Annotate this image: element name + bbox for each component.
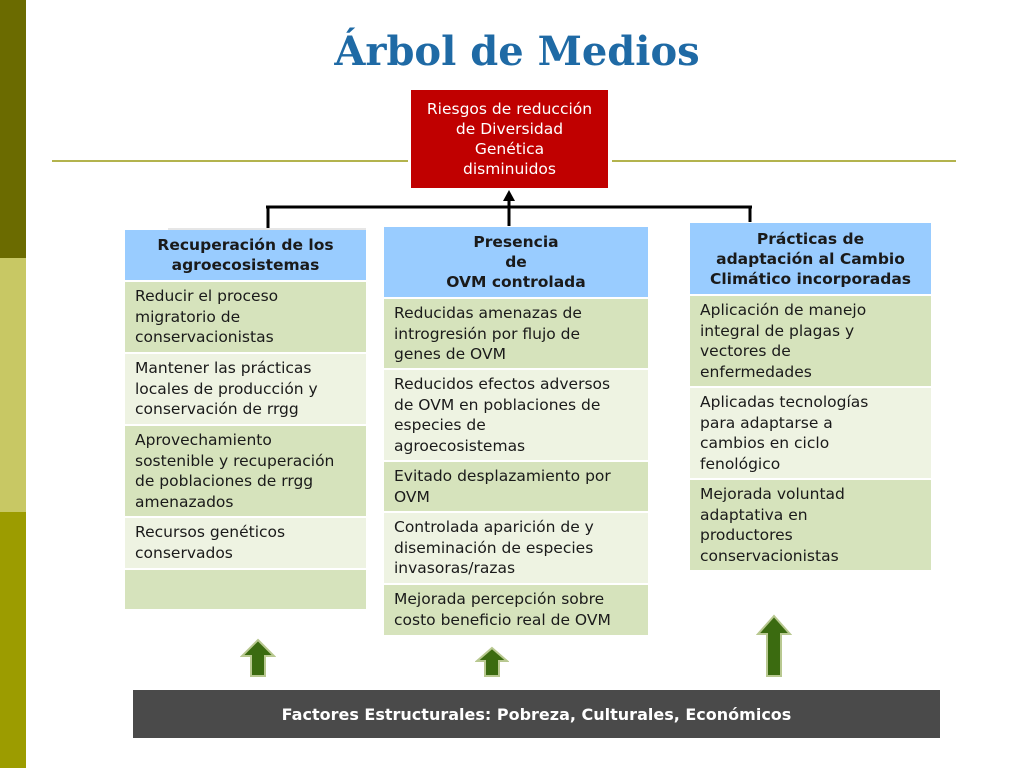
item-line: Mejorada percepción sobre: [394, 590, 605, 608]
header-line: agroecosistemas: [171, 256, 320, 274]
list-item: Aplicadas tecnologías para adaptarse a c…: [690, 386, 931, 478]
item-line: de poblaciones de rrgg: [135, 472, 314, 490]
item-line: Evitado desplazamiento por: [394, 467, 611, 485]
root-line: Genética: [474, 140, 545, 158]
item-line: introgresión por flujo de: [394, 324, 581, 343]
side-bar-top: [0, 0, 26, 258]
column-presencia: Presencia de OVM controlada Reducidas am…: [384, 227, 648, 635]
divider-right: [612, 160, 956, 162]
item-line: conservacionistas: [135, 328, 274, 346]
list-item: Reducidos efectos adversos de OVM en pob…: [384, 368, 648, 460]
up-arrow-icon: [475, 646, 509, 677]
item-line: conservación de rrgg: [135, 400, 299, 418]
header-line: de: [505, 253, 527, 271]
item-line: adaptativa en: [700, 505, 808, 524]
list-item-empty: [125, 568, 366, 609]
header-line: Presencia: [473, 233, 559, 251]
column-recuperacion: Recuperación de los agroecosistemas Redu…: [125, 230, 366, 609]
list-item: Aprovechamiento sostenible y recuperació…: [125, 424, 366, 516]
item-line: de OVM en poblaciones de: [394, 395, 601, 414]
item-line: fenológico: [700, 454, 781, 473]
list-item: Reducidas amenazas de introgresión por f…: [384, 297, 648, 368]
item-line: integral de plagas y: [700, 321, 855, 340]
divider-left: [52, 160, 408, 162]
structural-factors-bar: Factores Estructurales: Pobreza, Cultura…: [133, 690, 940, 738]
header-line: adaptación al Cambio: [716, 249, 905, 268]
header-line: Prácticas de: [756, 229, 865, 248]
item-line: Controlada aparición de y: [394, 518, 594, 536]
side-bar-middle: [0, 258, 26, 512]
list-item: Aplicación de manejo integral de plagas …: [690, 294, 931, 386]
header-line: Recuperación de los: [157, 236, 334, 254]
root-line: Riesgos de reducción: [426, 100, 593, 118]
item-line: genes de OVM: [394, 345, 506, 363]
header-line: Climático incorporadas: [709, 269, 912, 288]
list-item: Mejorada voluntad adaptativa en producto…: [690, 478, 931, 570]
item-line: diseminación de especies: [394, 538, 594, 557]
list-item: Evitado desplazamiento por OVM: [384, 460, 648, 511]
item-line: sostenible y recuperación: [135, 451, 335, 470]
item-line: especies de: [394, 416, 486, 434]
item-line: Aplicadas tecnologías: [700, 393, 869, 411]
item-line: costo beneficio real de OVM: [394, 610, 611, 629]
side-bar-bottom: [0, 512, 26, 768]
structural-factors-label: Factores Estructurales: Pobreza, Cultura…: [281, 704, 792, 724]
item-line: Mantener las prácticas: [135, 359, 312, 377]
list-item: Mantener las prácticas locales de produc…: [125, 352, 366, 424]
list-item: Recursos genéticos conservados: [125, 516, 366, 568]
root-line: disminuidos: [463, 160, 556, 178]
column-header: Prácticas de adaptación al Cambio Climát…: [690, 223, 931, 294]
item-line: locales de producción y: [135, 379, 318, 398]
item-line: productores: [700, 526, 793, 544]
item-line: amenazados: [135, 492, 234, 511]
item-line: conservacionistas: [700, 546, 839, 565]
item-line: vectores de: [700, 342, 791, 360]
item-line: Reducidas amenazas de: [394, 304, 582, 322]
page-title: Árbol de Medios: [334, 28, 700, 75]
connector-arrowhead: [503, 190, 515, 201]
item-line: Aprovechamiento: [135, 431, 272, 449]
column-header: Presencia de OVM controlada: [384, 227, 648, 297]
item-line: Recursos genéticos: [135, 523, 286, 541]
item-line: cambios en ciclo: [700, 434, 830, 452]
item-line: agroecosistemas: [394, 436, 526, 455]
item-line: migratorio de: [135, 307, 241, 326]
item-line: Aplicación de manejo: [700, 301, 867, 319]
up-arrow-icon: [756, 614, 792, 677]
list-item: Mejorada percepción sobre costo benefici…: [384, 583, 648, 635]
item-line: para adaptarse a: [700, 413, 833, 432]
item-line: conservados: [135, 543, 233, 562]
root-line: de Diversidad: [455, 120, 564, 138]
item-line: Mejorada voluntad: [700, 485, 845, 503]
list-item: Reducir el proceso migratorio de conserv…: [125, 280, 366, 352]
item-line: Reducir el proceso: [135, 287, 279, 305]
item-line: invasoras/razas: [394, 559, 516, 577]
item-line: OVM: [394, 487, 430, 506]
column-header: Recuperación de los agroecosistemas: [125, 230, 366, 280]
up-arrow-icon: [240, 638, 276, 677]
column-practicas: Prácticas de adaptación al Cambio Climát…: [690, 223, 931, 570]
item-line: Reducidos efectos adversos: [394, 375, 611, 393]
item-line: enfermedades: [700, 362, 812, 381]
root-node: Riesgos de reducción de Diversidad Genét…: [411, 90, 608, 188]
list-item: Controlada aparición de y diseminación d…: [384, 511, 648, 583]
header-line: OVM controlada: [446, 273, 586, 291]
